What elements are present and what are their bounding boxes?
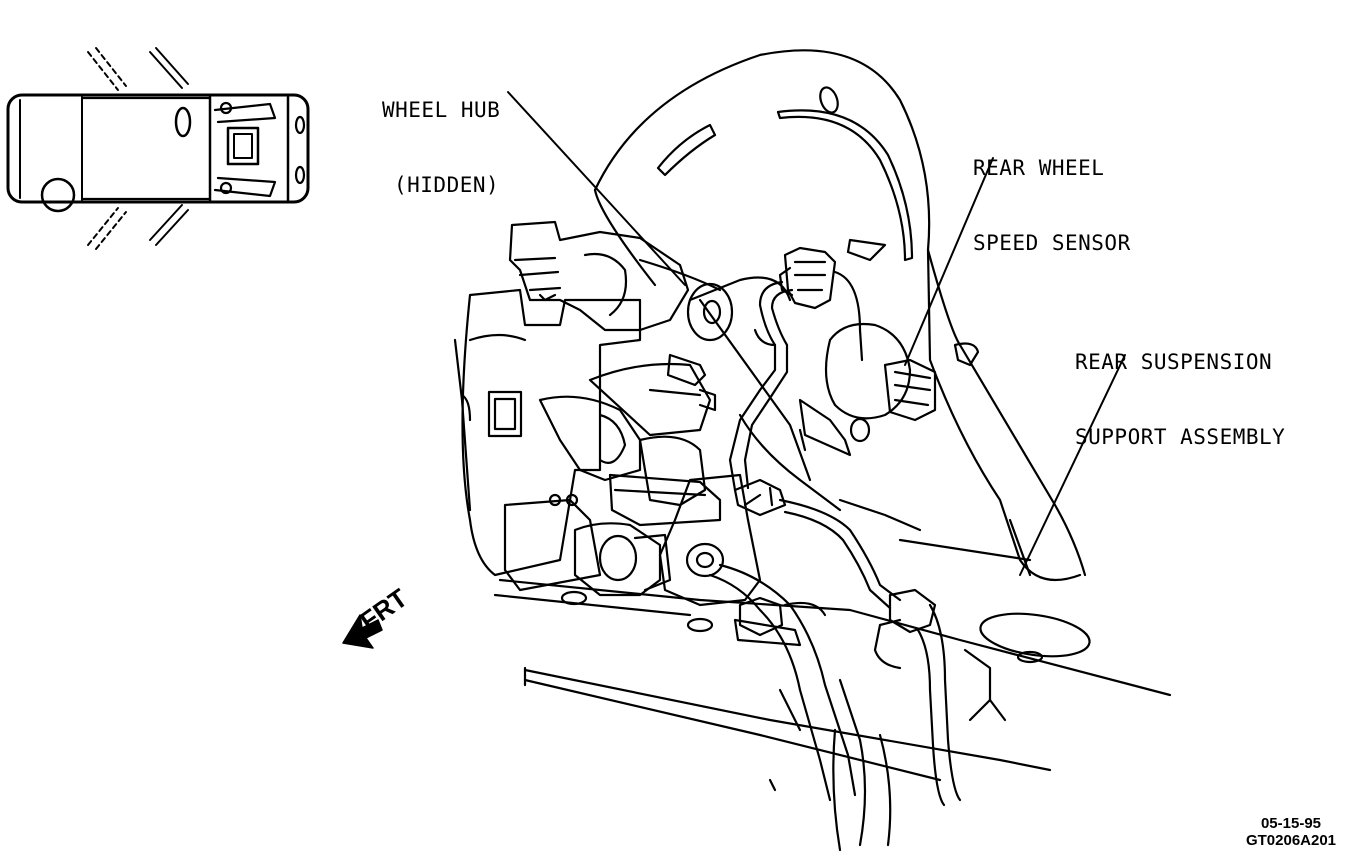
vehicle-locator-inset bbox=[6, 47, 310, 250]
leader-lines bbox=[507, 91, 1126, 576]
stamp-code: GT0206A201 bbox=[1245, 832, 1337, 849]
sensor-leader bbox=[904, 157, 994, 366]
speed-sensor-assembly bbox=[778, 246, 937, 457]
speed-sensor-label-line2: SPEED SENSOR bbox=[973, 231, 1131, 255]
wheel-hub-label-line2: (HIDDEN) bbox=[394, 173, 500, 197]
drawing-stamp: 05-15-95 GT0206A201 bbox=[1228, 815, 1354, 849]
wheel-hub-label: WHEEL HUB (HIDDEN) bbox=[382, 48, 500, 248]
speed-sensor-label-line1: REAR WHEEL bbox=[973, 156, 1105, 180]
stamp-date: 05-15-95 bbox=[1260, 815, 1322, 832]
support-leader bbox=[1019, 354, 1126, 576]
sensor-wiring-harness bbox=[728, 280, 962, 807]
speed-sensor-label: REAR WHEEL SPEED SENSOR bbox=[973, 106, 1131, 306]
suspension-support-label: REAR SUSPENSION SUPPORT ASSEMBLY bbox=[1075, 300, 1285, 500]
front-direction-arrow bbox=[342, 614, 383, 649]
suspension-support-label-line1: REAR SUSPENSION bbox=[1075, 350, 1273, 374]
suspension-support-label-line2: SUPPORT ASSEMBLY bbox=[1075, 425, 1286, 449]
caliper-and-knuckle bbox=[453, 220, 792, 597]
suspension-support-assembly bbox=[493, 298, 1172, 852]
bracket-and-fasteners bbox=[658, 473, 857, 802]
wheel-hub-leader bbox=[507, 91, 686, 286]
backing-plate bbox=[593, 49, 1087, 582]
wheel-hub-label-line1: WHEEL HUB bbox=[382, 98, 501, 122]
